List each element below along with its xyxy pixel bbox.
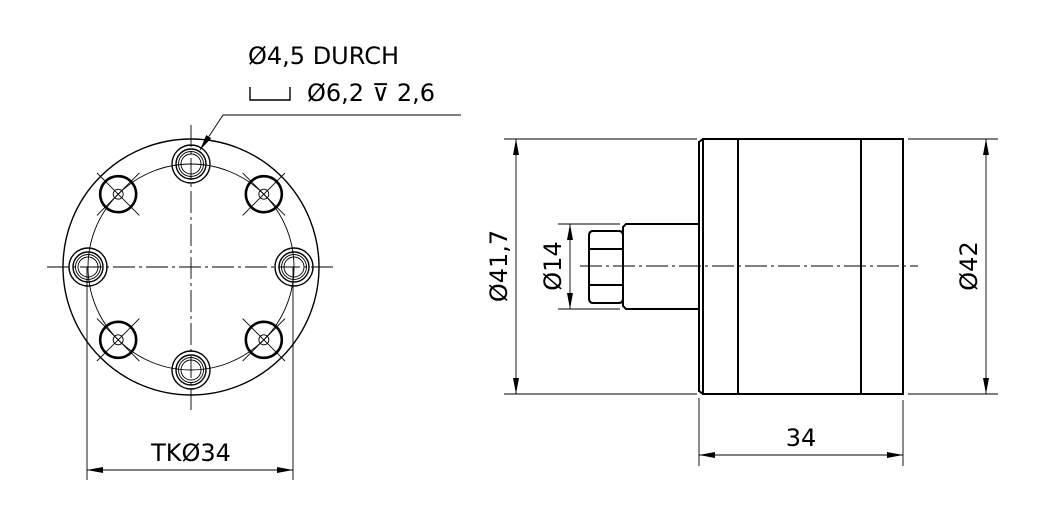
hole-centerline — [96, 318, 140, 362]
cap — [860, 138, 904, 395]
hole-note-line2: Ø6,2 ⊽ 2,6 — [307, 79, 435, 107]
body-diameter-dimension: Ø42 — [955, 241, 983, 290]
threaded-hole-core — [112, 334, 124, 346]
fitting-shaft — [622, 223, 699, 310]
threaded-hole-core — [112, 188, 124, 200]
hole-note-leader — [199, 114, 461, 151]
threaded-hole — [98, 320, 138, 360]
counterbore-hole-ring — [72, 251, 104, 283]
counterbore-hole-ring — [171, 144, 211, 184]
counterbore-hole-ring — [175, 148, 207, 180]
counterbore-hole-ring — [274, 247, 314, 287]
hex-nut — [588, 230, 624, 304]
counterbore-hole-ring — [77, 256, 99, 278]
counterbore-symbol — [249, 87, 291, 101]
counterbore-hole-ring — [68, 247, 108, 287]
counterbore-hole-ring — [175, 354, 207, 386]
flange — [702, 138, 739, 395]
bolt-circle-dimension: TKØ34 — [150, 439, 231, 467]
length-dimension: 34 — [786, 424, 817, 452]
flange-diameter-dimension: Ø41,7 — [485, 230, 513, 302]
hole-centerline — [242, 172, 286, 216]
hole-centerline — [242, 318, 286, 362]
counterbore-hole-ring — [178, 357, 204, 383]
threaded-hole-core — [258, 334, 270, 346]
counterbore-hole-ring — [180, 359, 202, 381]
counterbore-hole-ring — [283, 256, 305, 278]
front-view: Ø4,5 DURCH Ø6,2 ⊽ 2,6 TKØ34 — [47, 42, 461, 480]
counterbore-hole-ring — [75, 254, 101, 280]
counterbore-hole-ring — [278, 251, 310, 283]
threaded-hole — [244, 320, 284, 360]
threaded-hole-core — [258, 188, 270, 200]
counterbored-holes — [68, 144, 314, 390]
fitting-diameter-dimension: Ø14 — [539, 241, 567, 290]
threaded-holes — [96, 172, 286, 362]
side-view: Ø41,7 Ø14 Ø42 34 — [485, 138, 998, 466]
counterbore-hole-ring — [171, 350, 211, 390]
threaded-hole — [98, 174, 138, 214]
hole-note-line1: Ø4,5 DURCH — [248, 42, 399, 70]
hole-centerline — [96, 172, 140, 216]
flange-chamfer — [698, 138, 704, 395]
body — [737, 138, 862, 395]
counterbore-hole-ring — [281, 254, 307, 280]
counterbore-hole-ring — [180, 153, 202, 175]
threaded-hole — [244, 174, 284, 214]
counterbore-hole-ring — [178, 151, 204, 177]
